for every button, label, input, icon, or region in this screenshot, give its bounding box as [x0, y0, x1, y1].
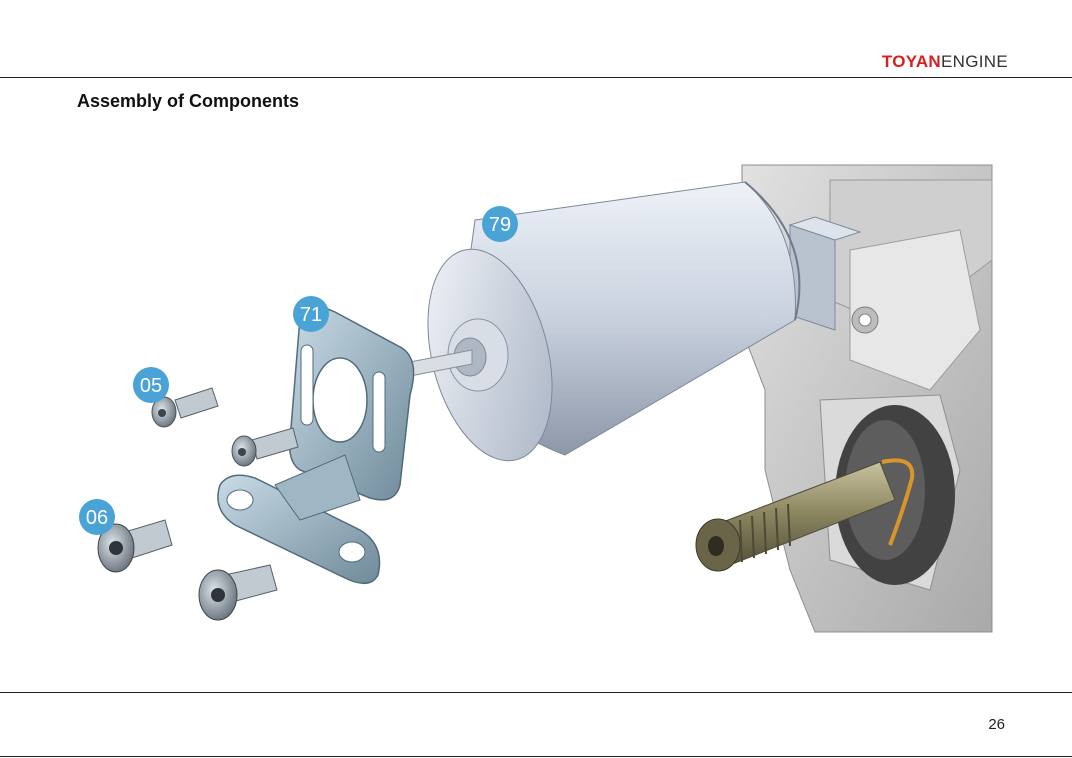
callout-79-label: 79 — [489, 214, 511, 236]
callout-79: 79 — [482, 206, 518, 242]
brand-name-bold: TOYAN — [882, 52, 941, 71]
footer-divider — [0, 692, 1072, 693]
brand-name-light: ENGINE — [941, 52, 1008, 71]
page-title: Assembly of Components — [77, 91, 299, 112]
brand-logo: TOYANENGINE — [882, 52, 1008, 72]
page-number: 26 — [988, 716, 1005, 733]
callout-06-label: 06 — [86, 507, 108, 529]
small-screws — [152, 388, 298, 466]
callout-06: 06 — [79, 499, 115, 535]
callout-05-label: 05 — [140, 375, 162, 397]
bottom-divider — [0, 756, 1072, 757]
assembly-illustration: 79 71 05 06 — [0, 140, 1072, 660]
header-divider — [0, 77, 1072, 78]
large-screws — [98, 520, 277, 620]
callout-71: 71 — [293, 296, 329, 332]
callout-71-label: 71 — [300, 304, 322, 326]
dc-motor — [408, 182, 800, 474]
callout-05: 05 — [133, 367, 169, 403]
